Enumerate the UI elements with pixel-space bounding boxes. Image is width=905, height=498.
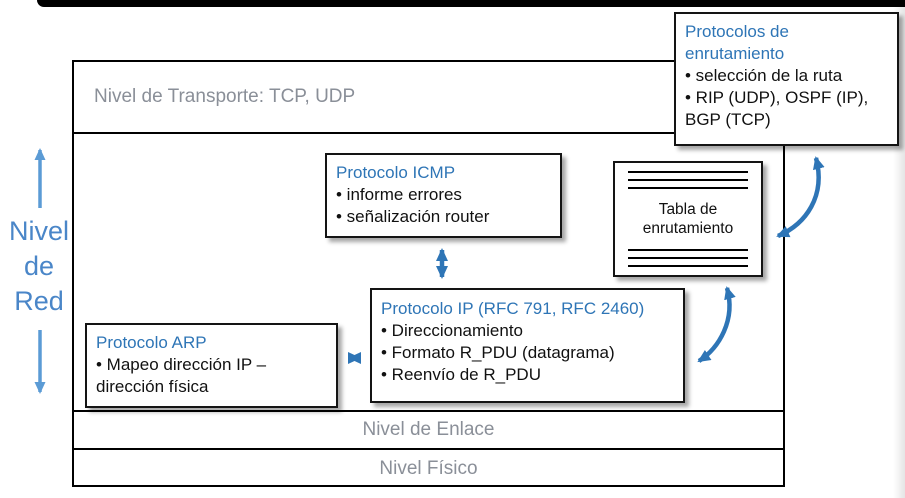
arp-protocol-box: Protocolo ARP • Mapeo dirección IP – dir…	[85, 323, 338, 408]
ip-protocol-box: Protocolo IP (RFC 791, RFC 2460) • Direc…	[370, 288, 685, 403]
arp-bullet: • Mapeo dirección IP – dirección física	[96, 355, 267, 396]
routing-bullet: • RIP (UDP), OSPF (IP), BGP (TCP)	[685, 88, 869, 129]
routing-protocols-title: Protocolos de enrutamiento	[685, 22, 789, 63]
caption-line: de	[23, 251, 55, 281]
ip-bullet: • Formato R_PDU (datagrama)	[381, 343, 615, 362]
icmp-bullet: • informe errores	[336, 185, 462, 204]
routing-table-label: Tabla de enrutamiento	[642, 201, 734, 237]
ip-title: Protocolo IP (RFC 791, RFC 2460)	[381, 299, 645, 318]
physical-layer-label: Nivel Físico	[379, 457, 478, 479]
routing-table-box: Tabla de enrutamiento	[613, 161, 763, 277]
ip-bullet: • Direccionamiento	[381, 321, 524, 340]
routing-bullet: • selección de la ruta	[685, 66, 843, 85]
icmp-title: Protocolo ICMP	[336, 163, 456, 182]
arp-title: Protocolo ARP	[96, 333, 207, 352]
link-physical-divider	[74, 448, 783, 450]
routing-protocols-box: Protocolos de enrutamiento • selección d…	[674, 12, 899, 146]
link-layer-label: Nivel de Enlace	[362, 419, 495, 440]
caption-line: Nivel	[8, 216, 69, 246]
ip-bullet: • Reenvío de R_PDU	[381, 365, 541, 384]
icmp-bullet: • señalización router	[336, 207, 490, 226]
caption-line: Red	[14, 286, 64, 316]
icmp-protocol-box: Protocolo ICMP • informe errores • señal…	[325, 153, 562, 238]
table-rules-bottom-icon	[628, 249, 748, 267]
transport-network-divider	[74, 132, 783, 134]
network-layer-caption: Nivel de Red	[0, 214, 78, 319]
slide-top-edge	[37, 0, 905, 7]
transport-layer-label: Nivel de Transporte: TCP, UDP	[94, 86, 356, 107]
table-rules-top-icon	[628, 171, 748, 189]
network-link-divider	[74, 410, 783, 412]
